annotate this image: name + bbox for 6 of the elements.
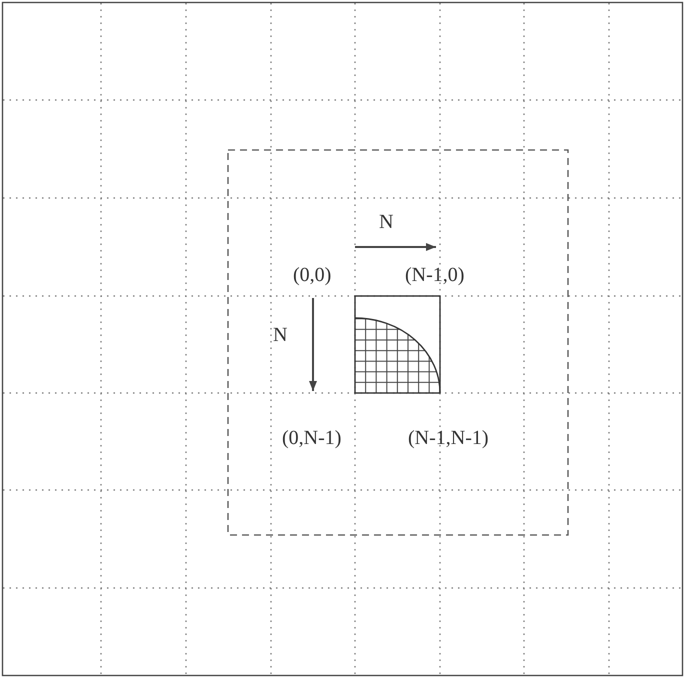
dimension-label: N (273, 325, 288, 345)
corner-coordinate: (N-1,0) (405, 265, 464, 285)
corner-coordinate: (0,N-1) (282, 428, 342, 448)
dimension-label: N (379, 212, 394, 232)
corner-coordinate: (N-1,N-1) (408, 428, 489, 448)
corner-coordinate: (0,0) (293, 265, 332, 285)
